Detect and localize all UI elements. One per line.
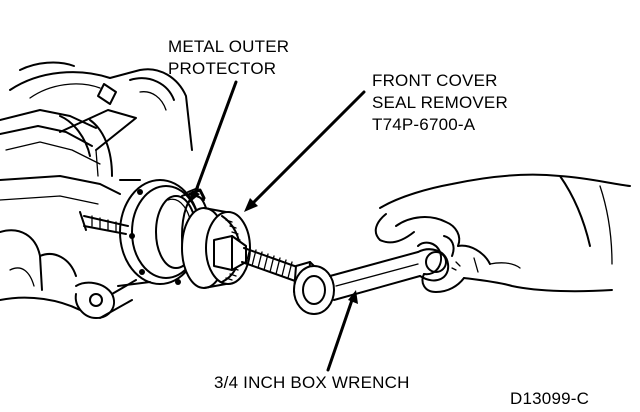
callout-metal-outer-protector: METAL OUTER PROTECTOR <box>168 37 289 78</box>
leader-seal-remover <box>250 90 366 206</box>
hand <box>374 173 631 293</box>
box-wrench <box>293 248 450 315</box>
label-metal-outer-protector-line2: PROTECTOR <box>168 59 276 78</box>
label-metal-outer-protector-line1: METAL OUTER <box>168 37 289 56</box>
label-box-wrench: 3/4 INCH BOX WRENCH <box>214 373 410 392</box>
label-seal-remover-line1: FRONT COVER <box>372 71 498 90</box>
transmission-housing <box>0 61 193 319</box>
leader-metal-outer-protector <box>192 80 238 198</box>
label-seal-remover-part-number: T74P-6700-A <box>372 115 476 134</box>
seal-remover-tool <box>181 207 251 289</box>
callout-front-cover-seal-remover: FRONT COVER SEAL REMOVER T74P-6700-A <box>372 71 508 134</box>
leader-lines <box>188 80 366 372</box>
label-seal-remover-line2: SEAL REMOVER <box>372 93 508 112</box>
figure-code: D13099-C <box>510 389 589 408</box>
leader-box-wrench <box>326 298 354 372</box>
